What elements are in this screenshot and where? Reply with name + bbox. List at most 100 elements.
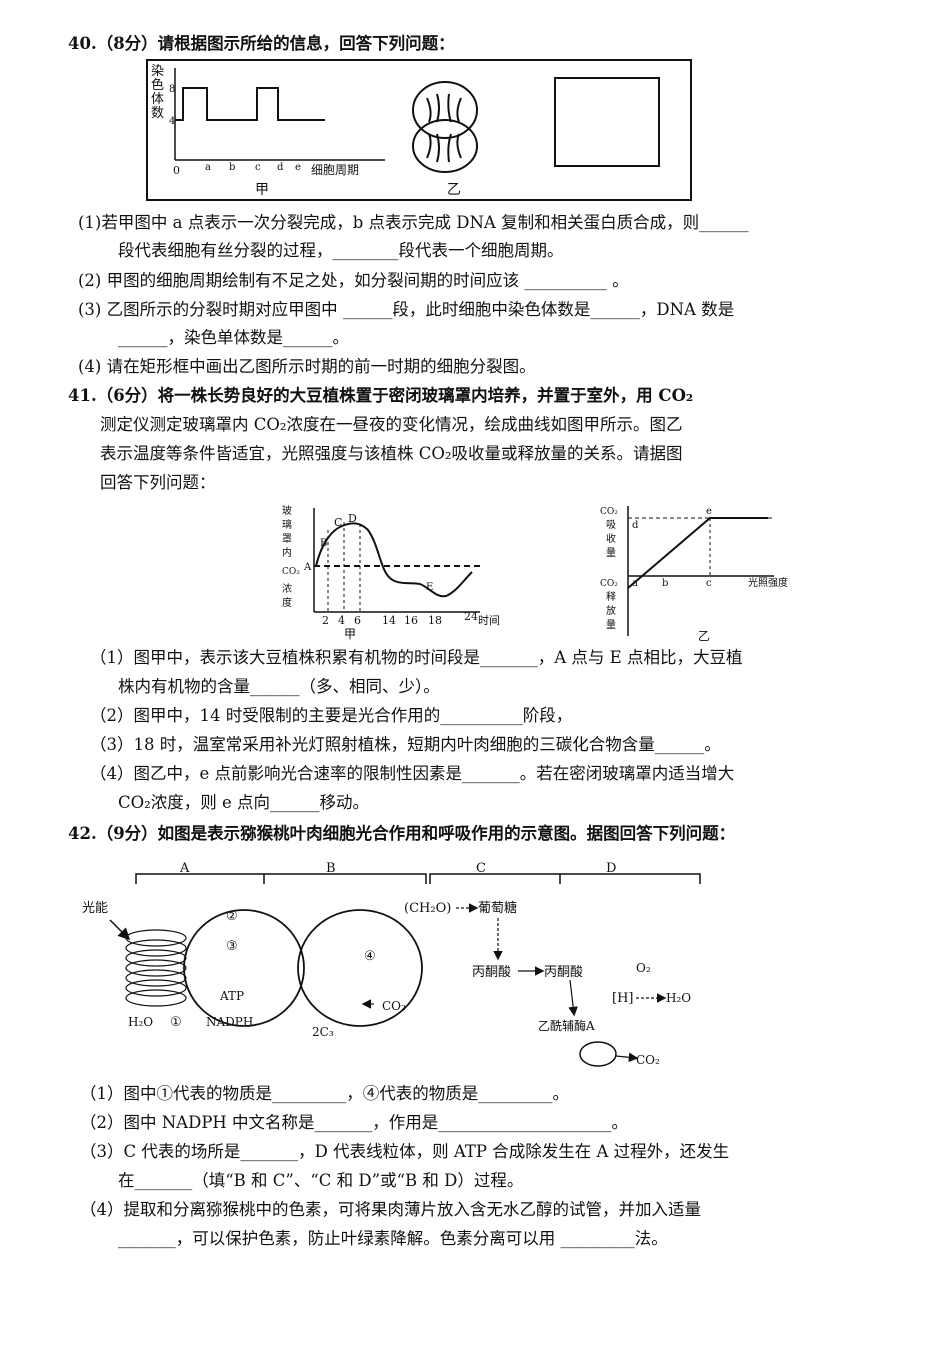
figure-jia-name: 甲 — [344, 627, 356, 640]
ylabel-5: CO₂ — [282, 567, 300, 577]
xtick-14: 14 — [382, 614, 396, 627]
ylabel-2: 璃 — [282, 518, 292, 531]
ylabel-1: 玻 — [282, 504, 292, 517]
q42-sub2: （2）图中 NADPH 中文名称是_______，作用是____________… — [80, 1113, 629, 1132]
label-D: D — [606, 861, 616, 876]
circle-4: ④ — [364, 949, 376, 964]
circle-1: ① — [170, 1015, 182, 1030]
ch2o-label: (CH₂O) — [404, 901, 451, 916]
point-e: e — [706, 506, 712, 517]
q41-figure-jia: 玻 璃 罩 内 CO₂ 浓 度 A B C D E 2 4 6 14 16 18… — [282, 504, 500, 640]
o2-label: O₂ — [636, 961, 651, 975]
q40-sub3: (3) 乙图所示的分裂时期对应甲图中 ______段，此时细胞中染色体数是___… — [78, 300, 735, 319]
thylakoid-stack — [125, 929, 187, 1007]
up-label-1: CO₂ — [600, 507, 618, 517]
glucose-label: 葡萄糖 — [478, 900, 517, 916]
xtick-4: 4 — [338, 614, 345, 627]
ylabel-4: 内 — [282, 546, 292, 559]
xtick-18: 18 — [428, 614, 442, 627]
down-label-2: 释 — [606, 590, 616, 603]
circle-2: ② — [226, 909, 238, 924]
x-axis-label: 细胞周期 — [311, 163, 359, 177]
q42-sub4-cont: _______，可以保护色素，防止叶绿素降解。色素分离可以用 _________… — [118, 1229, 668, 1248]
point-c: c — [706, 578, 712, 589]
pyruvate-2: 丙酮酸 — [544, 965, 583, 980]
ylabel-7: 度 — [282, 596, 292, 609]
q41-sub2: （2）图甲中，14 时受限制的主要是光合作用的__________阶段， — [90, 706, 573, 725]
down-label-4: 量 — [606, 619, 616, 631]
q42-heading: 42.（9分）如图是表示猕猴桃叶肉细胞光合作用和呼吸作用的示意图。据图回答下列问… — [68, 824, 736, 843]
water-out: H₂O — [666, 991, 691, 1005]
up-label-2: 吸 — [606, 520, 616, 531]
up-label-4: 量 — [606, 547, 616, 559]
chromosome-graph: 染 色 体 数 8 4 0 a b c d e 细胞周期 甲 — [151, 64, 385, 198]
q41-sub1-cont: 株内有机物的含量______（多、相同、少）。 — [118, 677, 440, 696]
q42-sub3: （3）C 代表的场所是_______，D 代表线粒体，则 ATP 合成除发生在 … — [80, 1142, 730, 1161]
circle-3: ③ — [226, 939, 238, 954]
tick-e: e — [295, 162, 301, 173]
origin-label: 0 — [173, 164, 180, 177]
point-B: B — [320, 538, 327, 549]
down-label-3: 放 — [606, 604, 616, 617]
q40-sub3-cont: ______，染色单体数是______。 — [118, 328, 349, 347]
atp-label: ATP — [219, 989, 244, 1003]
q40-sub2: (2) 甲图的细胞周期绘制有不足之处，如分裂间期的时间应该 __________… — [78, 271, 629, 290]
ylabel-6: 浓 — [282, 583, 292, 595]
point-d: d — [632, 520, 639, 531]
xtick-24: 24 — [464, 610, 478, 623]
q41-intro-2: 测定仪测定玻璃罩内 CO₂浓度在一昼夜的变化情况，绘成曲线如图甲所示。图乙 — [100, 415, 683, 434]
q41-sub4-cont: CO₂浓度，则 e 点向______移动。 — [118, 793, 370, 812]
y-label-3: 体 — [151, 92, 164, 107]
water-label: H₂O — [128, 1015, 153, 1029]
q42-sub1: （1）图中①代表的物质是_________，④代表的物质是_________。 — [80, 1084, 569, 1103]
ylabel-3: 罩 — [282, 533, 292, 545]
point-b: b — [662, 578, 668, 589]
q40-figure: 染 色 体 数 8 4 0 a b c d e 细胞周期 甲 乙 — [146, 59, 692, 201]
down-label-1: CO₂ — [600, 579, 618, 589]
tick-b: b — [229, 162, 235, 173]
q40-heading: 40.（8分）请根据图示所给的信息，回答下列问题： — [68, 34, 455, 53]
y-label-1: 染 — [151, 64, 164, 79]
co2-in-label: CO₂ — [382, 999, 406, 1013]
q40-sub1-cont: 段代表细胞有丝分裂的过程，________段代表一个细胞周期。 — [118, 241, 564, 260]
drawing-box — [554, 77, 660, 167]
label-C: C — [476, 861, 486, 876]
q42-figure: A B C D 光能 ② ③ ④ ① ATP NADPH H₂O CO₂ 2C₃… — [82, 861, 701, 1067]
nadph-label: NADPH — [206, 1015, 253, 1029]
q41-heading: 41.（6分）将一株长势良好的大豆植株置于密闭玻璃罩内培养，并置于室外，用 CO… — [68, 386, 694, 405]
q40-sub4: (4) 请在矩形框中画出乙图所示时期的前一时期的细胞分裂图。 — [78, 357, 536, 376]
up-label-3: 收 — [606, 532, 616, 545]
pyruvate-1: 丙酮酸 — [472, 965, 511, 980]
label-B: B — [326, 861, 336, 876]
label-A: A — [179, 861, 190, 876]
point-C: C — [334, 516, 342, 529]
q41-figure-yi: CO₂ 吸 收 量 CO₂ 释 放 量 d e a b c 光照强度 乙 — [600, 506, 788, 643]
xtick-6: 6 — [354, 614, 361, 627]
y-tick-4: 4 — [169, 116, 175, 127]
c3-label: 2C₃ — [312, 1025, 334, 1039]
q42-sub4: （4）提取和分离猕猴桃中的色素，可将果肉薄片放入含无水乙醇的试管，并加入适量 — [80, 1200, 701, 1219]
xlabel-time: 时间 — [478, 614, 500, 627]
acetyl-coa: 乙酰辅酶A — [538, 1018, 595, 1033]
y-label-4: 数 — [151, 106, 164, 121]
q41-intro-4: 回答下列问题： — [100, 473, 216, 492]
point-D: D — [348, 512, 357, 525]
point-a: a — [632, 578, 638, 589]
tick-c: c — [255, 162, 261, 173]
figure-jia-label: 甲 — [255, 182, 269, 198]
xlabel-light: 光照强度 — [748, 576, 788, 589]
xtick-16: 16 — [404, 614, 418, 627]
q40-sub1: (1)若甲图中 a 点表示一次分裂完成，b 点表示完成 DNA 复制和相关蛋白质… — [78, 213, 749, 232]
co2-out: CO₂ — [636, 1053, 660, 1067]
xtick-2: 2 — [322, 614, 329, 627]
tick-a: a — [205, 162, 211, 173]
figure-frame — [146, 59, 692, 201]
dividing-cell: 乙 — [412, 81, 478, 198]
y-label-2: 色 — [151, 77, 164, 93]
q42-sub3-cont: 在_______（填“B 和 C”、“C 和 D”或“B 和 D）过程。 — [118, 1171, 524, 1190]
q41-intro-3: 表示温度等条件皆适宜，光照强度与该植株 CO₂吸收量或释放量的关系。请据图 — [100, 444, 683, 463]
point-E: E — [426, 582, 433, 593]
point-A: A — [303, 562, 312, 573]
figure-yi-name: 乙 — [698, 629, 710, 643]
q41-sub1: （1）图甲中，表示该大豆植株积累有机物的时间段是_______，A 点与 E 点… — [90, 648, 743, 667]
